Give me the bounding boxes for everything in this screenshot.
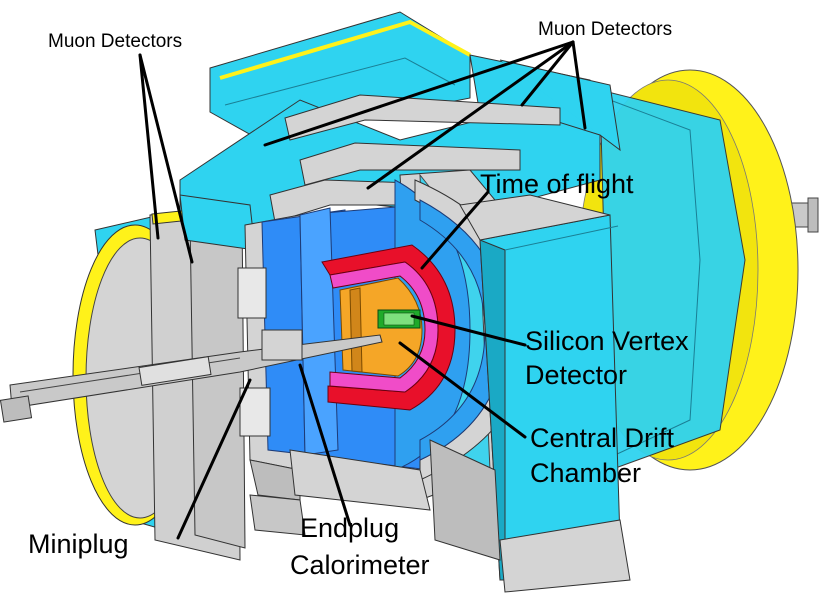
leader-drift-chamber	[398, 341, 527, 439]
label-muon-detectors-left: Muon Detectors	[48, 31, 182, 52]
leader-miniplug	[176, 378, 252, 540]
front-right-muon-slab	[429, 194, 631, 593]
label-silicon-vertex-line2: Detector	[525, 360, 627, 390]
time-of-flight-counters	[321, 244, 456, 411]
label-endplug-line2: Calorimeter	[290, 550, 430, 580]
label-silicon-vertex-line1: Silicon Vertex	[525, 326, 689, 356]
label-time-of-flight: Time of flight	[480, 169, 634, 199]
labels: Muon Detectors Muon Detectors Time of fl…	[28, 19, 689, 580]
leader-silicon	[410, 314, 527, 347]
leader-muon-right-c	[520, 40, 575, 107]
label-central-drift-line2: Chamber	[530, 458, 641, 488]
leader-muon-left-b	[138, 53, 194, 264]
leader-lines	[138, 40, 587, 540]
silicon-vertex	[377, 309, 421, 329]
label-central-drift-line1: Central Drift	[530, 423, 675, 453]
right-endcap	[577, 69, 819, 471]
label-endplug-line1: Endplug	[300, 513, 399, 543]
leader-muon-right-d	[571, 40, 587, 130]
leader-time-of-flight	[420, 190, 490, 270]
leader-muon-right-b	[366, 40, 575, 190]
miniplug	[237, 267, 303, 437]
leader-muon-left-a	[138, 53, 160, 240]
leader-endplug	[298, 363, 352, 527]
bottom-frame	[249, 449, 431, 536]
leader-muon-right-a	[263, 40, 575, 147]
label-miniplug: Miniplug	[28, 529, 129, 559]
label-muon-detectors-right: Muon Detectors	[538, 19, 672, 40]
